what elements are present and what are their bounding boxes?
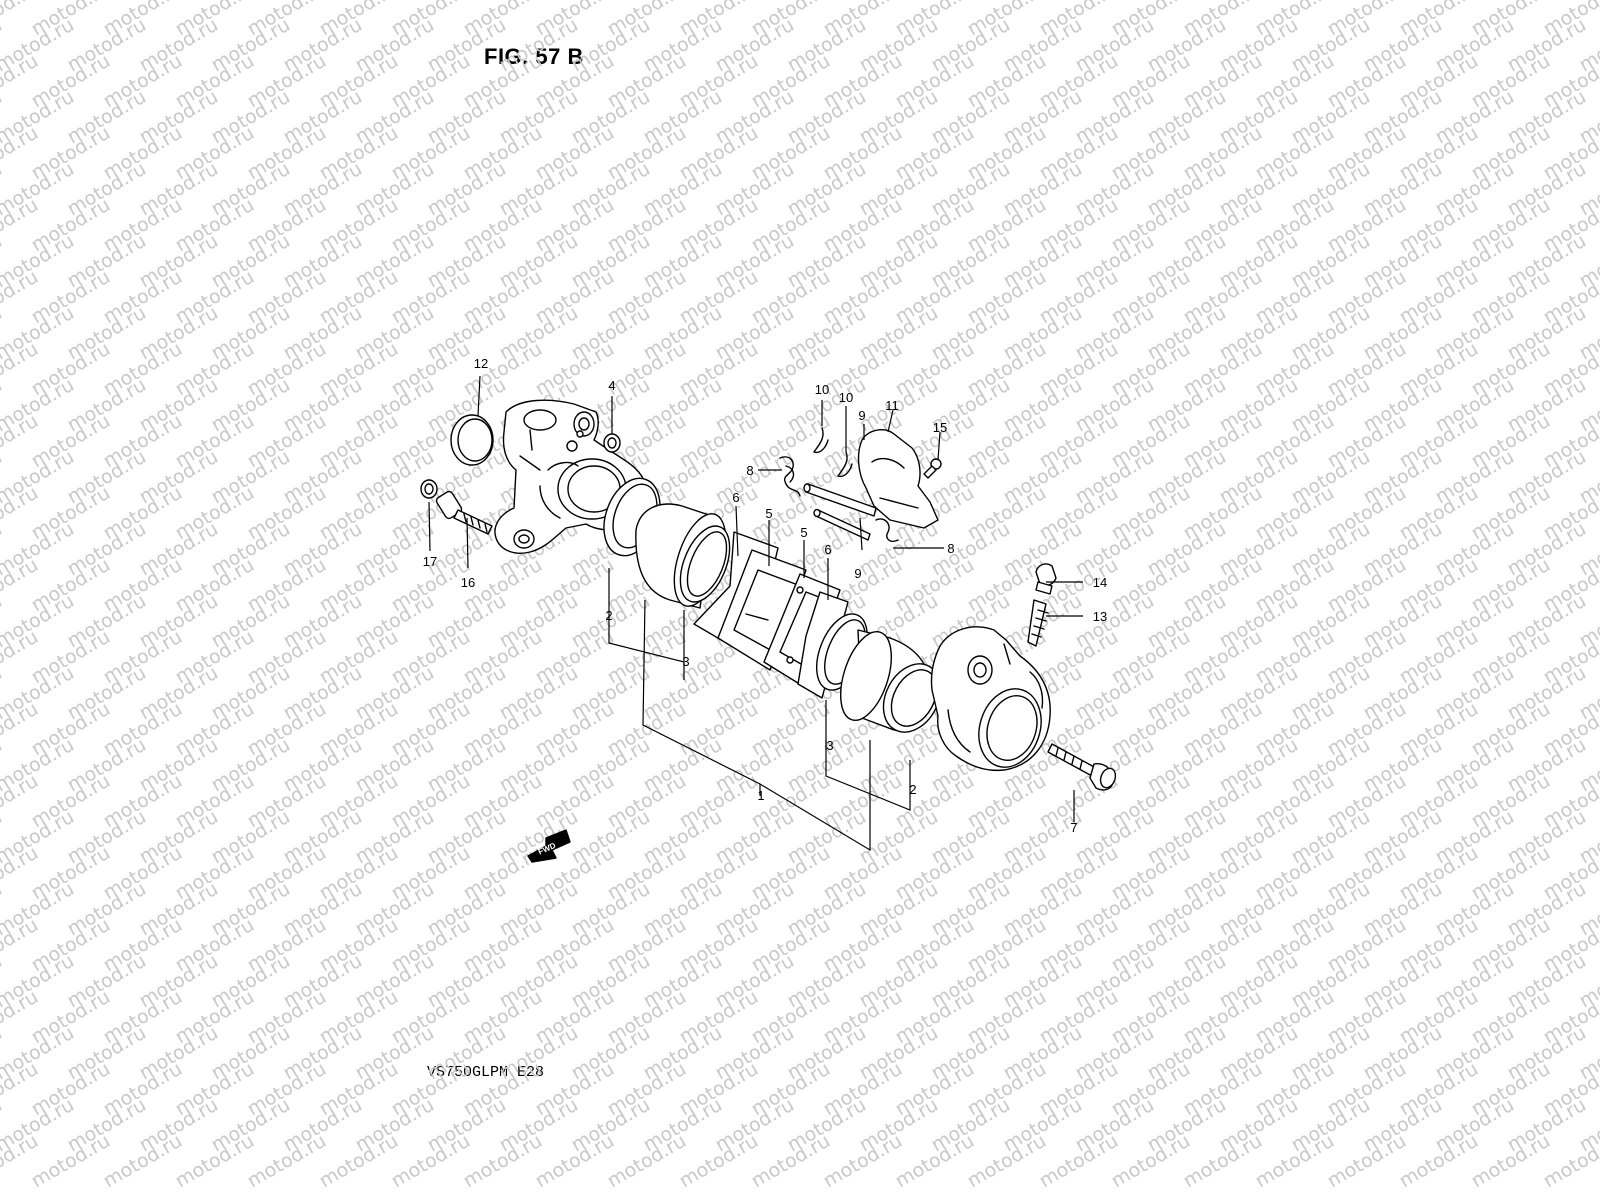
callout-9c: 9	[854, 566, 861, 581]
callout-8b: 8	[947, 541, 954, 556]
callout-10a: 10	[815, 382, 829, 397]
callout-17: 17	[423, 554, 437, 569]
model-code: VS750GLPM E28	[427, 1064, 545, 1081]
callout-9a: 9	[858, 408, 865, 423]
callout-14: 14	[1093, 575, 1107, 590]
callout-6a: 6	[732, 490, 739, 505]
callout-15: 15	[933, 420, 947, 435]
callout-3a: 3	[682, 654, 689, 669]
watermark-text: motod.ru	[1576, 0, 1600, 4]
callout-8a: 8	[746, 463, 753, 478]
callout-2b: 2	[909, 782, 916, 797]
callout-5a: 5	[765, 506, 772, 521]
callout-10b: 10	[839, 390, 853, 405]
callout-1: 1	[757, 788, 764, 803]
callout-5b: 5	[800, 525, 807, 540]
callout-7: 7	[1070, 820, 1077, 835]
callout-16: 16	[461, 575, 475, 590]
part-4-ring	[603, 433, 621, 453]
callout-12: 12	[474, 356, 488, 371]
callout-13: 13	[1093, 609, 1107, 624]
callout-4: 4	[608, 378, 615, 393]
part-12-cap	[450, 414, 494, 466]
callout-2a: 2	[605, 608, 612, 623]
callout-11: 11	[885, 398, 899, 413]
callout-3b: 3	[826, 738, 833, 753]
callout-6b: 6	[824, 542, 831, 557]
figure-title: FIG. 57 B	[484, 44, 584, 69]
part-17-washer	[420, 479, 438, 499]
